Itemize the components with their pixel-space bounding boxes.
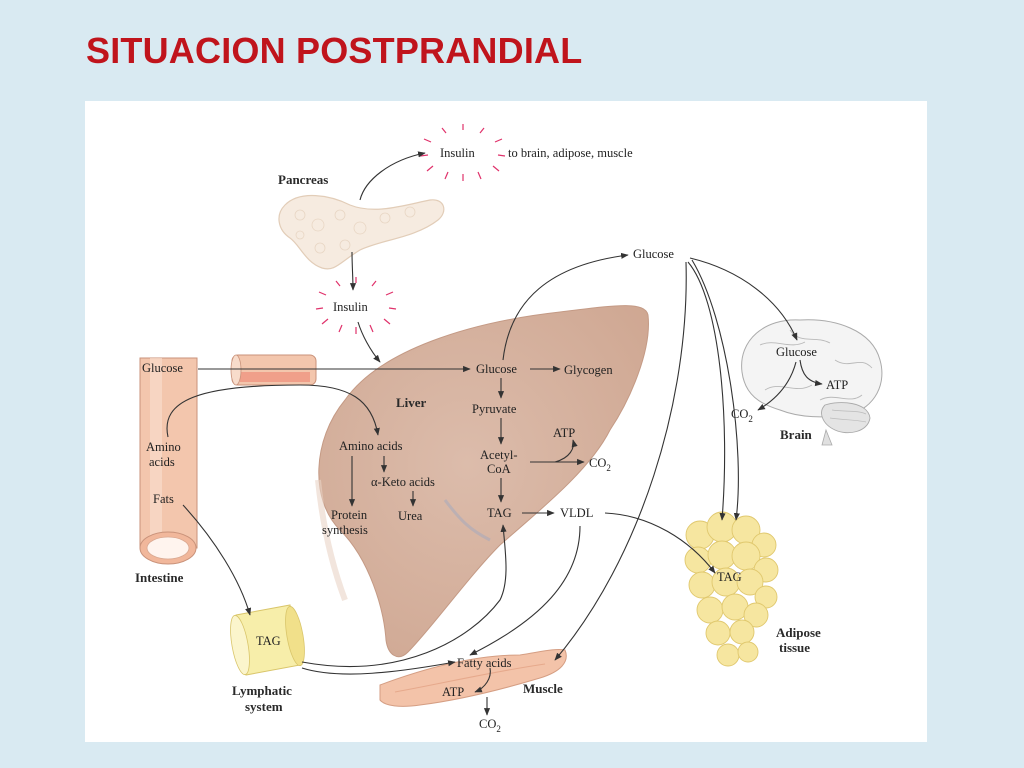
pancreas-shape [278,194,445,270]
label-coa: CoA [487,462,511,476]
label-tag-lymph: TAG [256,634,281,648]
label-lymphatic: Lymphatic [232,683,292,698]
arrow-glucose-to-brain [689,257,798,341]
label-keto-acids: α-Keto acids [371,475,435,489]
arrow-glucose-to-muscle [554,261,687,661]
arrow-pancreas-to-insulin-mid [349,251,357,291]
arrow-glucose-to-adipose-2 [691,259,740,521]
label-acids-intestine: acids [149,455,175,469]
label-atp-muscle: ATP [442,685,464,699]
label-glucose-intestine: Glucose [142,361,183,375]
intestine-shape [139,354,317,565]
label-muscle: Muscle [523,681,563,696]
label-insulin-top: Insulin [440,146,475,160]
label-liver: Liver [396,395,427,410]
arrow-brain-glucose-to-co2 [757,361,797,411]
arrow-vldl-to-adipose [604,512,716,574]
label-adipose: Adipose [776,625,821,640]
arrow-fats-to-lymph [182,504,252,616]
liver-shape [318,305,649,658]
label-pyruvate: Pyruvate [472,402,517,416]
insulin-burst-top [419,124,506,181]
label-acetyl: Acetyl- [480,448,517,462]
arrow-intestine-amino-to-liver [166,384,380,438]
arrow-insulin-to-liver [357,321,381,363]
label-glycogen: Glycogen [564,363,613,377]
arrow-pancreas-to-insulin [359,151,426,201]
arrow-liver-glucose-to-blood-glucose [502,252,629,361]
arrow-acetyl-to-atp [554,439,578,463]
label-glucose-liver: Glucose [476,362,517,376]
label-vldl: VLDL [560,506,593,520]
label-tag-liver: TAG [487,506,512,520]
label-glucose-brain: Glucose [776,345,817,359]
label-amino-acids-liver: Amino acids [339,439,403,453]
muscle-shape [379,649,567,707]
label-insulin-destinations: to brain, adipose, muscle [508,146,633,160]
label-co2-brain: CO2 [731,407,753,424]
label-intestine: Intestine [135,570,184,585]
label-synthesis: synthesis [322,523,368,537]
label-fats: Fats [153,492,174,506]
label-fatty-acids: Fatty acids [457,656,512,670]
label-insulin-mid: Insulin [333,300,368,314]
adipose-shape [684,511,779,667]
slide-title: SITUACION POSTPRANDIAL [86,30,583,71]
arrow-fatty-acids-to-atp [474,667,491,693]
label-urea: Urea [398,509,423,523]
label-protein: Protein [331,508,368,522]
arrow-brain-glucose-to-atp [799,359,823,387]
label-pancreas: Pancreas [278,172,328,187]
label-brain: Brain [780,427,813,442]
insulin-burst-mid [315,277,397,334]
arrow-lymph-to-liver-tag [301,524,507,667]
label-tag-adipose: TAG [717,570,742,584]
label-amino-intestine: Amino [146,440,181,454]
arrow-vldl-to-muscle [469,525,581,656]
label-system: system [245,699,283,714]
arrow-lymph-to-fatty-acids [301,660,456,675]
arrow-glucose-to-adipose [687,261,726,521]
label-atp-liver: ATP [553,426,575,440]
label-co2-liver: CO2 [589,456,611,473]
label-atp-brain: ATP [826,378,848,392]
label-tissue: tissue [779,640,810,655]
brain-shape [741,319,883,446]
lymphatic-shape [230,604,305,676]
label-glucose-blood: Glucose [633,247,674,261]
label-co2-muscle: CO2 [479,717,501,734]
